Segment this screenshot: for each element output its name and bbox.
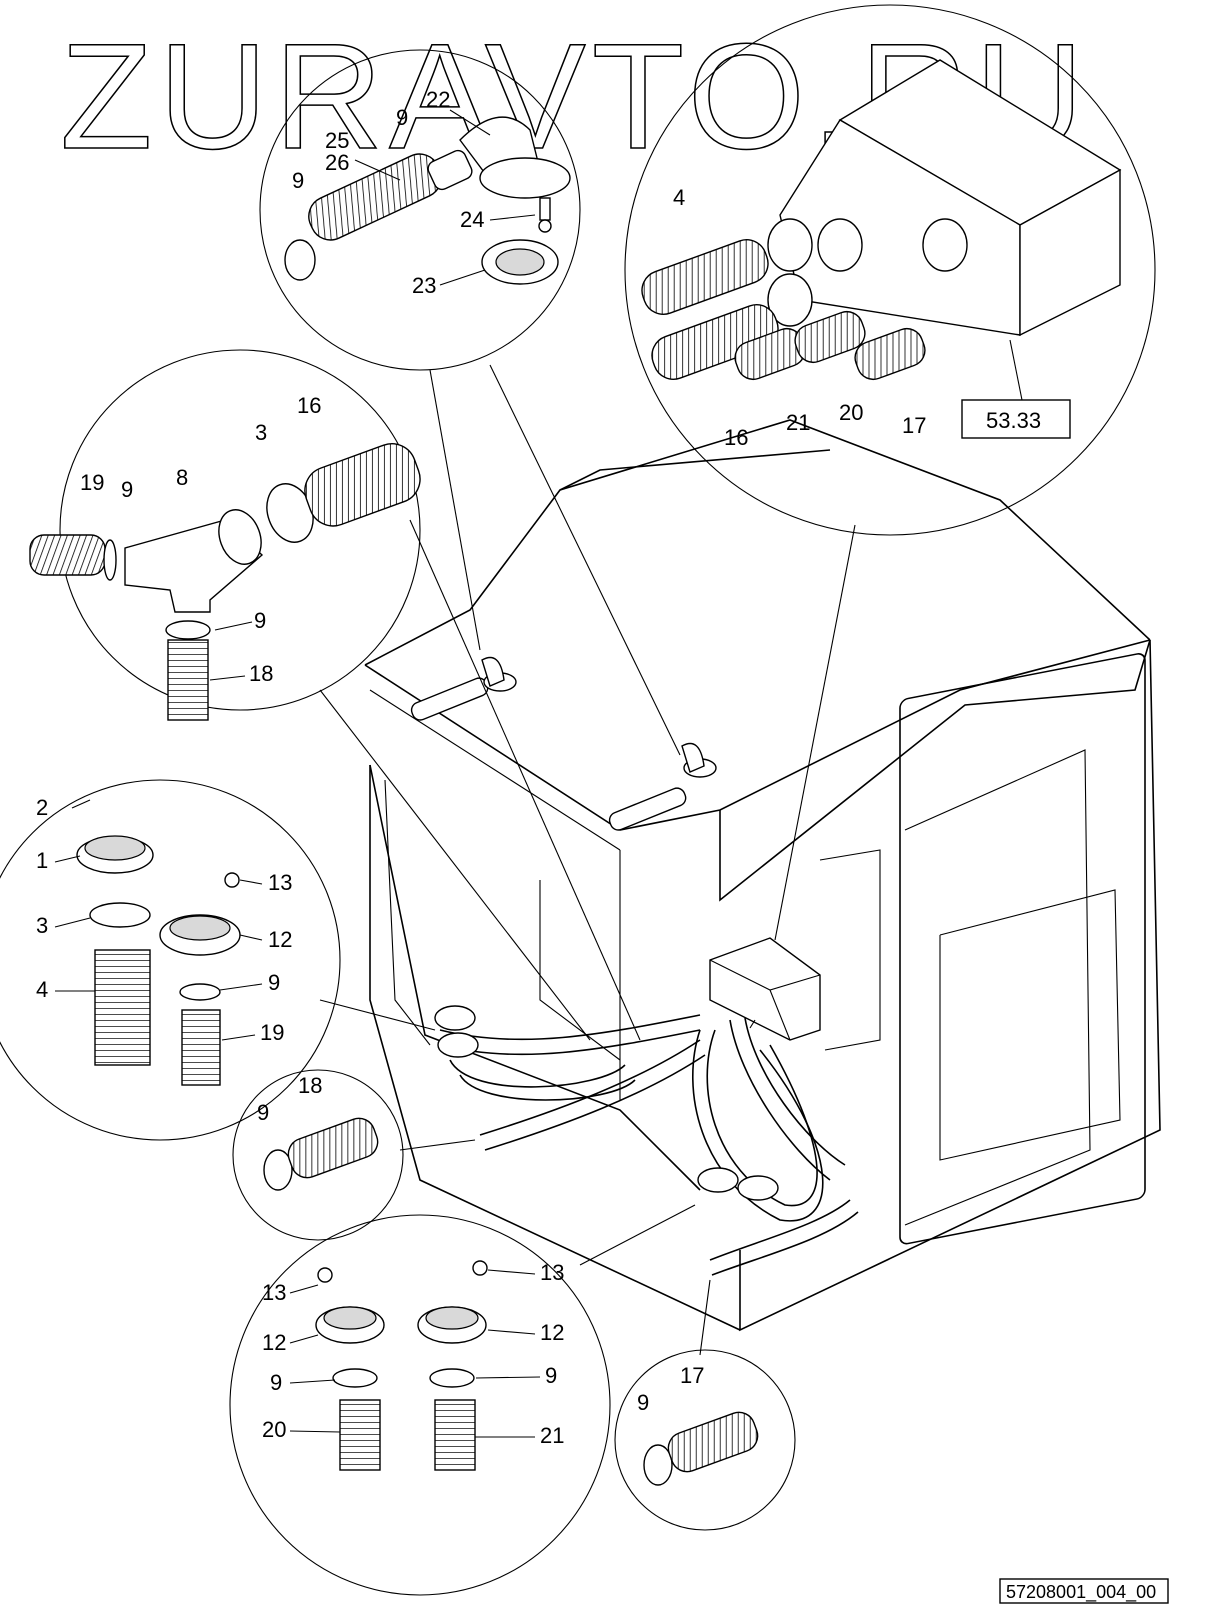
callout-12: 12 — [540, 1320, 564, 1345]
callout-20: 20 — [262, 1417, 286, 1442]
callout-leaders — [54, 109, 756, 1438]
callout-4: 4 — [36, 977, 48, 1002]
callout-2: 2 — [36, 795, 48, 820]
callout-12: 12 — [268, 927, 292, 952]
callout-22: 22 — [426, 87, 450, 112]
roof-vent-left — [410, 656, 517, 721]
callout-23: 23 — [412, 273, 436, 298]
callout-9: 9 — [545, 1363, 557, 1388]
callout-12: 12 — [262, 1330, 286, 1355]
callout-17: 17 — [680, 1363, 704, 1388]
callout-25: 25 — [325, 128, 349, 153]
detail-circle-mid — [232, 1069, 404, 1241]
detail-mid-parts — [263, 1117, 379, 1191]
drawing-code: 57208001_004_00 — [1006, 1582, 1156, 1603]
callout-24: 24 — [460, 207, 484, 232]
callout-21: 21 — [540, 1423, 564, 1448]
callout-3: 3 — [255, 420, 267, 445]
cab-ducts — [434, 1005, 859, 1276]
detail-circle-bottom — [229, 1214, 611, 1596]
callout-21: 21 — [786, 410, 810, 435]
detail-circle-left — [59, 349, 421, 711]
callout-17: 17 — [902, 413, 926, 438]
callout-9: 9 — [121, 477, 133, 502]
callout-9: 9 — [292, 168, 304, 193]
reference-box — [961, 399, 1071, 439]
cab-body — [364, 419, 1161, 1332]
callout-4: 4 — [673, 185, 685, 210]
detail-circle-vents — [0, 779, 341, 1141]
detail-top-parts — [284, 116, 571, 285]
detail-bottom-parts — [315, 1260, 488, 1471]
detail-circle-right — [624, 4, 1156, 536]
callout-1: 1 — [36, 848, 48, 873]
callout-13: 13 — [268, 870, 292, 895]
callout-26: 26 — [325, 150, 349, 175]
callout-8: 8 — [176, 465, 188, 490]
leader-lines — [319, 364, 856, 1356]
detail-circle-small — [614, 1349, 796, 1531]
callout-13: 13 — [540, 1260, 564, 1285]
detail-small-parts — [643, 1411, 759, 1486]
detail-circle-top — [259, 49, 581, 371]
callout-9: 9 — [396, 105, 408, 130]
callout-13: 13 — [262, 1280, 286, 1305]
callout-19: 19 — [260, 1020, 284, 1045]
callout-18: 18 — [298, 1073, 322, 1098]
detail-right-parts — [641, 59, 1122, 439]
callout-9: 9 — [270, 1370, 282, 1395]
callout-16: 16 — [297, 393, 321, 418]
callout-18: 18 — [249, 661, 273, 686]
callout-20: 20 — [839, 400, 863, 425]
callout-9: 9 — [268, 970, 280, 995]
heater-box — [709, 937, 821, 1041]
callout-3: 3 — [36, 913, 48, 938]
callout-9: 9 — [637, 1390, 649, 1415]
callout-9: 9 — [254, 608, 266, 633]
drawing-code-box — [999, 1578, 1169, 1604]
roof-vent-right — [608, 742, 717, 831]
detail-left-parts — [29, 443, 421, 721]
callout-19: 19 — [80, 470, 104, 495]
detail-vents-parts — [76, 835, 241, 1086]
callout-16: 16 — [724, 425, 748, 450]
callout-9: 9 — [257, 1100, 269, 1125]
reference-label: 53.33 — [986, 408, 1041, 433]
